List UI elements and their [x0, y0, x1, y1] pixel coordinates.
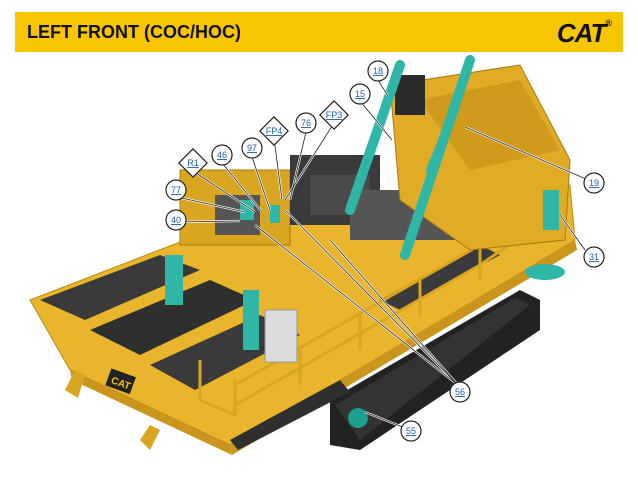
- callout-31-label: 31: [589, 252, 599, 262]
- cat-logo: CAT®: [556, 18, 612, 49]
- callout-56[interactable]: 56: [449, 381, 471, 403]
- callout-18-label: 18: [373, 66, 383, 76]
- machine-svg: CAT: [29, 55, 605, 455]
- callout-19-label: 19: [589, 178, 599, 188]
- callout-40[interactable]: 40: [165, 209, 187, 231]
- track-assembly: [330, 290, 540, 450]
- callout-fp4[interactable]: FP4: [259, 116, 289, 146]
- logo-text: CAT: [556, 18, 607, 48]
- callout-15[interactable]: 15: [349, 83, 371, 105]
- callout-46-label: 46: [217, 150, 227, 160]
- callout-fp4-label: FP4: [266, 126, 283, 136]
- callout-fp3[interactable]: FP3: [319, 100, 349, 130]
- callout-19[interactable]: 19: [583, 172, 605, 194]
- idler-wheel: [348, 408, 368, 428]
- page-title: LEFT FRONT (COC/HOC): [27, 22, 241, 42]
- callout-46[interactable]: 46: [211, 144, 233, 166]
- callout-55[interactable]: 55: [400, 420, 422, 442]
- logo-registered-mark: ®: [605, 18, 612, 28]
- callout-15-label: 15: [355, 89, 365, 99]
- callout-fp3-label: FP3: [326, 110, 343, 120]
- callout-55-label: 55: [406, 426, 416, 436]
- callout-97-label: 97: [247, 143, 257, 153]
- hydraulic-cylinders: [165, 55, 565, 363]
- page-header: LEFT FRONT (COC/HOC) CAT®: [15, 12, 623, 52]
- callout-77-label: 77: [171, 185, 181, 195]
- callout-r1[interactable]: R1: [178, 148, 208, 178]
- callout-97[interactable]: 97: [241, 137, 263, 159]
- callout-18[interactable]: 18: [367, 60, 389, 82]
- callout-r1-label: R1: [187, 158, 199, 168]
- callout-56-label: 56: [455, 387, 465, 397]
- leader-lines-dark: [175, 79, 587, 431]
- callout-76[interactable]: 76: [295, 112, 317, 134]
- machine-illustration: CAT: [0, 52, 638, 493]
- callout-77[interactable]: 77: [165, 179, 187, 201]
- callout-40-label: 40: [171, 215, 181, 225]
- callout-76-label: 76: [301, 118, 311, 128]
- callout-31[interactable]: 31: [583, 246, 605, 268]
